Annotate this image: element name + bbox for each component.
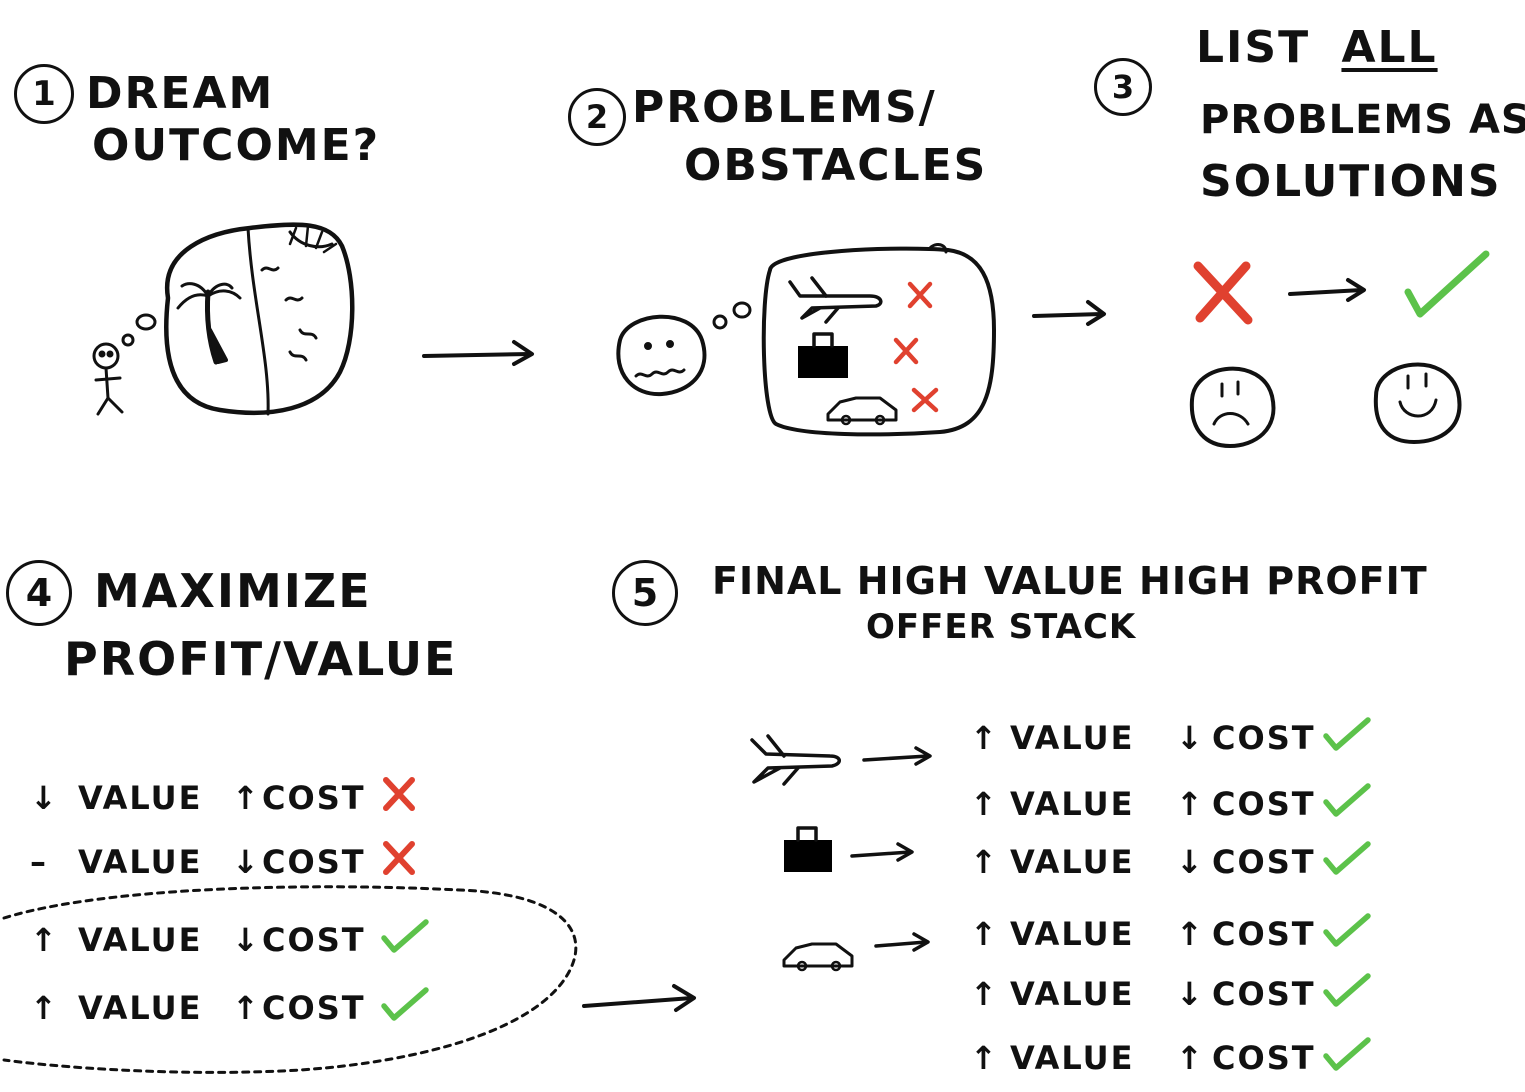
step-1-number: 1 (14, 64, 74, 124)
step5-row-4-value-arrow: ↑ (970, 915, 999, 953)
step5-row-5-value-arrow: ↑ (970, 975, 999, 1013)
step5-row-4-value: Value (1010, 915, 1135, 953)
step5-row-1-value: Value (1010, 719, 1135, 757)
arrow-right-icon (582, 984, 696, 1012)
green-check-icon (1323, 913, 1371, 947)
step5-row-3-value-arrow: ↑ (970, 843, 999, 881)
green-check-icon (381, 919, 429, 953)
green-check-icon (1323, 1037, 1371, 1071)
arrow-right-icon (862, 746, 932, 766)
step-1-title-line1: Dream (86, 68, 275, 119)
green-check-icon (1404, 250, 1490, 318)
step5-row-2-value: Value (1010, 785, 1135, 823)
luggage-icon (798, 332, 848, 378)
green-check-icon (1323, 717, 1371, 751)
step5-row-6-cost-arrow: ↑ (1176, 1039, 1205, 1077)
step-3-number: 3 (1094, 58, 1152, 116)
green-check-icon (1323, 783, 1371, 817)
arrow-right-icon (1288, 278, 1366, 302)
step4-row-1-cost: Cost (262, 779, 366, 817)
step4-row-2-cost: Cost (262, 843, 366, 881)
step-5-number: 5 (612, 560, 678, 626)
step5-row-1-cost-arrow: ↓ (1176, 719, 1205, 757)
step-4-number: 4 (6, 560, 72, 626)
step5-row-3-value: Value (1010, 843, 1135, 881)
red-cross-icon (893, 281, 939, 413)
step4-row-1-value: Value (78, 779, 203, 817)
step5-row-4-cost: Cost (1212, 915, 1316, 953)
step-3-title-line1: List All (1196, 26, 1438, 70)
step5-row-6-value: Value (1010, 1039, 1135, 1077)
dream-island-icon (164, 222, 355, 416)
green-check-icon (381, 987, 429, 1021)
step4-row-2-cost-arrow: ↓ (232, 843, 261, 881)
step5-row-5-value: Value (1010, 975, 1135, 1013)
step5-row-4-cost-arrow: ↑ (1176, 915, 1205, 953)
step-2-title-line1: Problems/ (632, 82, 937, 133)
step-3-title-line2: Problems as (1200, 97, 1525, 143)
step5-row-6-cost: Cost (1212, 1039, 1316, 1077)
step4-row-4-value: Value (78, 989, 203, 1027)
step5-row-3-cost: Cost (1212, 843, 1316, 881)
happy-face-icon (1373, 362, 1462, 444)
step4-row-1-cost-arrow: ↑ (232, 779, 261, 817)
green-check-icon (1323, 973, 1371, 1007)
step4-row-3-cost-arrow: ↓ (232, 921, 261, 959)
step-4-title-line1: Maximize (94, 564, 372, 618)
step4-row-3-value: Value (78, 921, 203, 959)
green-check-icon (1323, 841, 1371, 875)
step4-row-2-value: Value (78, 843, 203, 881)
arrow-right-icon (422, 340, 534, 366)
step4-row-3-cost: Cost (262, 921, 366, 959)
step4-row-2-value-arrow: – (30, 843, 48, 881)
luggage-icon (784, 826, 832, 872)
step5-row-1-cost: Cost (1212, 719, 1316, 757)
step-3-title-line3: Solutions (1200, 156, 1502, 207)
step-5-title-line1: Final High Value High Profit (712, 559, 1428, 603)
red-cross-icon (383, 777, 415, 811)
step5-row-2-cost-arrow: ↑ (1176, 785, 1205, 823)
step4-row-4-value-arrow: ↑ (30, 989, 59, 1027)
arrow-right-icon (850, 842, 914, 862)
step-4-title-line2: Profit/Value (64, 632, 458, 686)
thought-bubbles-icon (712, 301, 752, 330)
step5-row-5-cost: Cost (1212, 975, 1316, 1013)
step4-row-1-value-arrow: ↓ (30, 779, 59, 817)
step-3-title-all: All (1341, 22, 1438, 73)
sad-face-icon (1189, 366, 1276, 448)
stick-figure-icon (92, 342, 124, 416)
step5-row-1-value-arrow: ↑ (970, 719, 999, 757)
step-3-title-list: List (1196, 22, 1311, 73)
arrow-right-icon (1032, 300, 1106, 326)
highlight-dashed-ellipse (2, 885, 578, 1074)
step-2-title-line2: Obstacles (684, 140, 988, 191)
arrow-right-icon (874, 932, 930, 952)
red-cross-icon (1193, 261, 1253, 325)
step-1-title-line2: Outcome? (92, 120, 381, 171)
step4-row-3-value-arrow: ↑ (30, 921, 59, 959)
step5-row-6-value-arrow: ↑ (970, 1039, 999, 1077)
step4-row-4-cost-arrow: ↑ (232, 989, 261, 1027)
step4-row-4-cost: Cost (262, 989, 366, 1027)
car-icon (782, 942, 854, 972)
step5-row-5-cost-arrow: ↓ (1176, 975, 1205, 1013)
thought-bubbles-icon (121, 313, 157, 347)
obstacles-bubble (761, 243, 996, 437)
step5-row-2-value-arrow: ↑ (970, 785, 999, 823)
step5-row-3-cost-arrow: ↓ (1176, 843, 1205, 881)
step-5-title-line2: offer stack (866, 607, 1137, 647)
red-cross-icon (383, 841, 415, 875)
airplane-icon (750, 734, 841, 786)
airplane-icon (788, 276, 883, 324)
step5-row-2-cost: Cost (1212, 785, 1316, 823)
step-2-number: 2 (568, 88, 626, 146)
worried-face-icon (616, 314, 707, 397)
car-icon (826, 396, 898, 426)
